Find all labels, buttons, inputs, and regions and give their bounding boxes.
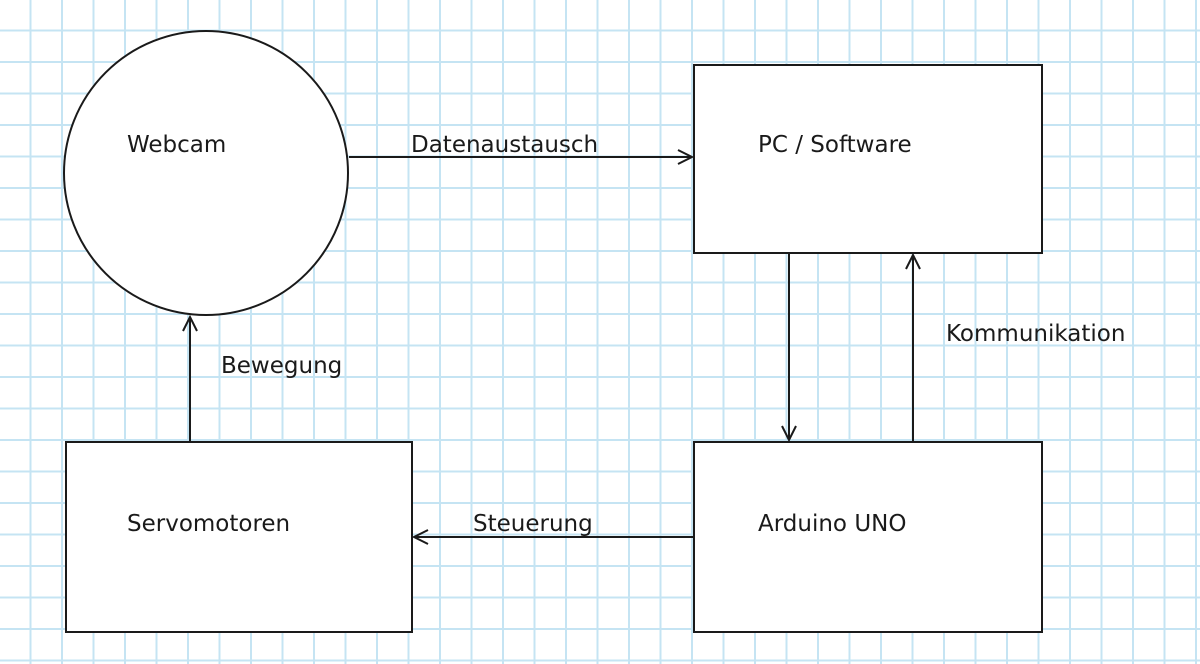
pc-software-label: PC / Software bbox=[758, 132, 912, 158]
edge-label-kommunikation: Kommunikation bbox=[946, 321, 1126, 347]
edge-label-bewegung: Bewegung bbox=[221, 353, 343, 379]
webcam-node bbox=[63, 30, 349, 316]
arrowhead-servo bbox=[411, 529, 429, 545]
arduino-uno-label: Arduino UNO bbox=[758, 511, 907, 537]
arduino-uno-node bbox=[693, 441, 1043, 633]
edge-label-datenaustausch: Datenaustausch bbox=[411, 132, 599, 158]
servomotoren-node bbox=[65, 441, 413, 633]
arrowhead-arduino bbox=[781, 425, 797, 443]
arrowhead-pc-bottom bbox=[905, 252, 921, 270]
webcam-label: Webcam bbox=[127, 132, 227, 158]
pc-software-node bbox=[693, 64, 1043, 254]
arrowhead-pc bbox=[677, 149, 695, 165]
edge-label-steuerung: Steuerung bbox=[473, 511, 593, 537]
arrowhead-webcam bbox=[182, 314, 198, 332]
servomotoren-label: Servomotoren bbox=[127, 511, 291, 537]
